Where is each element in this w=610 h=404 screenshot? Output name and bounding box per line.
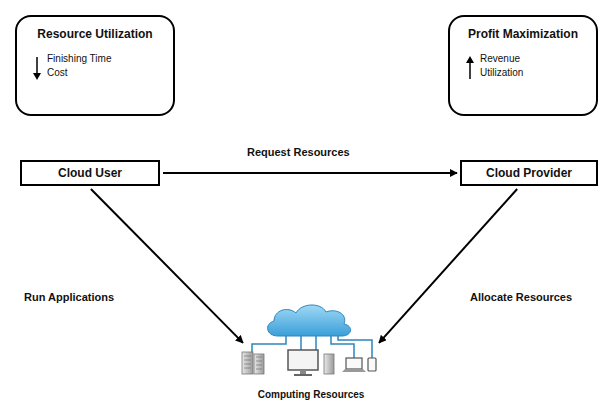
- actor-name: Cloud Provider: [478, 166, 580, 180]
- connector-arrow: [91, 189, 243, 343]
- actor-box: Cloud User: [20, 160, 160, 186]
- resource-caption: Computing Resources: [226, 389, 396, 400]
- goal-box: Profit MaximizationRevenue Utilization: [448, 15, 598, 116]
- connector-arrow: [379, 189, 517, 343]
- goal-box: Resource UtilizationFinishing Time Cost: [15, 15, 175, 116]
- increase-arrow: [464, 55, 476, 81]
- edge-label: Allocate Resources: [468, 291, 574, 303]
- goal-title: Resource Utilization: [17, 17, 173, 42]
- edge-label: Run Applications: [22, 291, 116, 303]
- actor-box: Cloud Provider: [460, 160, 598, 186]
- edge-label: Request Resources: [245, 146, 352, 158]
- goal-metrics: Revenue Utilization: [480, 52, 550, 80]
- resource-illustration: Computing Resources: [226, 300, 396, 402]
- goal-title: Profit Maximization: [450, 17, 596, 42]
- cloud-devices-icon: [226, 300, 396, 384]
- goal-metrics: Finishing Time Cost: [47, 52, 117, 80]
- actor-name: Cloud User: [50, 166, 130, 180]
- connector-arrow: [163, 172, 457, 174]
- decrease-arrow: [31, 55, 43, 81]
